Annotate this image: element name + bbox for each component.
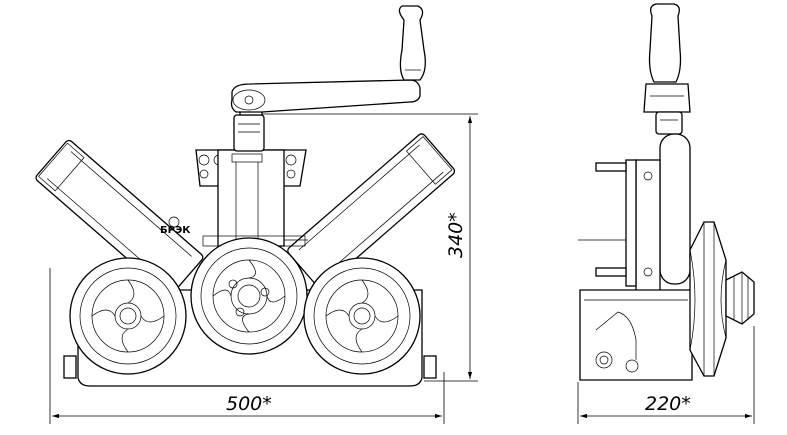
center-roller (190, 237, 308, 355)
dimension-width-front: 500* (49, 268, 445, 424)
dimension-width-side: 220* (577, 326, 755, 424)
height-label: 340* (445, 212, 467, 258)
side-pulley (689, 221, 727, 377)
right-foot (423, 355, 437, 379)
right-roller (303, 257, 421, 375)
right-roller-arm (287, 133, 456, 289)
side-plate (635, 159, 661, 293)
left-roller (69, 257, 187, 375)
side-handle-grip (648, 3, 682, 83)
dimension-height: 340* (262, 113, 478, 382)
width-front-label: 500* (226, 393, 272, 415)
side-base (579, 289, 693, 381)
left-foot (63, 355, 77, 379)
central-column (217, 149, 285, 247)
width-side-label: 220* (645, 393, 691, 415)
side-upper-shaft (595, 162, 627, 172)
side-lower-shaft (595, 267, 627, 277)
crank-handle (230, 5, 426, 152)
front-view: БРЭК (35, 5, 456, 387)
side-column (659, 133, 691, 285)
left-roller-arm (35, 139, 204, 296)
logo-text: БРЭК (160, 225, 191, 236)
side-view (578, 3, 755, 381)
side-hub (725, 271, 755, 325)
logo-mark (168, 216, 180, 228)
